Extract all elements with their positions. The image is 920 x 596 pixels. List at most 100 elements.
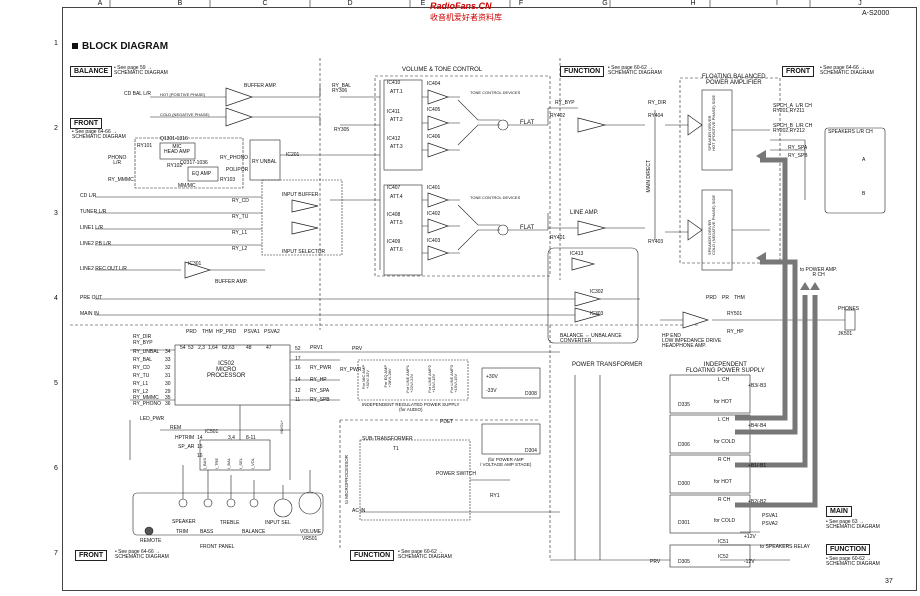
model-number: A-S2000 [862,10,890,17]
page-frame [62,7,917,591]
psu-rail-0: For MIC AMP +32V/-32V [361,365,370,390]
pdet-label: PDET [440,419,454,425]
main-direct-label: MAIN DIRECT [646,160,652,193]
ic301-label: IC301 [188,261,202,267]
mp-right-pin-16: 16 [295,365,301,371]
ic404-label: IC404 [427,81,441,87]
power-transformer-label: POWER TRANSFORMER [572,362,643,368]
d301-label: D301 [678,520,690,526]
ic501-sub-bal: I_BAL [226,458,231,469]
lch-hot-label: L CH [718,377,730,383]
mp-right-ry-pwr: RY_PWR [310,365,332,371]
mp-right-pin-52: 52 [295,346,301,352]
mp-right-pin-17: 17 [295,356,301,362]
power-amp-stage-label: (for POWER AMP / VOLTAGE AMP STAGE) [480,457,532,467]
ic501-sub-sel: I_SEL [238,458,243,469]
speakers-label: SPEAKERS L/R CH [828,129,873,135]
ry102-label: RY102 [167,163,183,169]
cd-bal-label: CD BAL L/R [124,91,152,97]
psu-rail-2: For LINE AMP1 +22V/-22V [405,365,414,393]
mp-right-ry-spa: RY_SPA [310,388,330,394]
ic501-sub-tre: I_TRE [214,458,219,470]
front-panel-label: FRONT PANEL [200,544,235,550]
flat-label-bottom: FLAT [520,225,535,231]
speaker-driver-hot: SPEAKER DRIVER HOT (POSITIVE PHASE) SIDE [707,95,716,151]
to-speakers-relay-label: to SPEAKERS RELAY [760,544,810,550]
ry-spb-label: RY_SPB [788,153,808,159]
d306-label: D306 [678,442,690,448]
mp-top-pin-4: 47 [266,345,272,351]
mp-left-5: RY_TU [133,373,150,379]
v12-label: +12V [744,534,756,540]
ry-bal-label: RY_BAL RY306 [332,83,352,94]
balance-tag: BALANCE [70,66,113,77]
mp-right-pin-12: 12 [295,388,301,394]
ry-unbal-label: RY UNBAL [252,159,277,165]
prv-bottom-label: PRV [650,559,661,565]
watermark-subtitle: 收音机爱好者资料库 [430,13,502,22]
ac-in-label: AC IN [352,508,366,514]
ic501-pin-15: 15 [197,444,203,450]
ic401-label: IC401 [427,185,441,191]
t1-label: T1 [393,446,399,452]
psu-rail-3: For LINE AMP2 +15V/-15V [427,365,436,393]
ic502-label: IC502 MICRO PROCESSOR [207,361,246,379]
ic201-label: IC201 [286,152,300,158]
att-6: ATT.6 [390,247,403,253]
line2pb-label: LINE2 PB L/R [80,241,112,247]
ry501-label: RY501 [727,311,743,317]
lch-cold-label: L CH [718,417,730,423]
function-tag-right: FUNCTION [826,544,871,555]
main-in-label: MAIN IN [80,311,99,317]
ry103-label: RY103 [220,177,236,183]
vol-tone-title: VOLUME & TONE CONTROL [402,67,483,73]
ry-l1-label: RY_L1 [232,230,248,236]
trim-control-label: TRIM [176,529,189,535]
col-label-f: F [518,0,524,7]
col-label-a: A [97,0,103,7]
independent-floating-label: INDEPENDENT FLOATING POWER SUPPLY [686,362,765,374]
volume-control-label: VOLUME [300,529,322,535]
mvol-label: MVOL+ [279,420,284,434]
att-3: ATT.3 [390,144,403,150]
ry-mmmc-label: RY_MMMC [108,177,134,183]
tone-devices-bottom: TONE CONTROL DEVICES [470,195,521,200]
row-label-6: 6 [54,465,58,472]
flat-label-top: FLAT [520,120,535,126]
ic501-label: IC501 [205,429,219,435]
phono-label: PHONO L/R [108,155,127,166]
mp-right-ry-hp: RY_HP [310,377,327,383]
ic501-sub-bas: I_BAS [202,458,207,470]
front-ref-top: • See page 64-66 → SCHEMATIC DIAGRAM [72,129,126,140]
fbpa-title: FLOATING BALANCED POWER AMPLIFIER [702,74,766,86]
tuner-label: TUNER L/R [80,209,107,215]
ic501-pin-14: 14 [197,435,203,441]
ic501-sub-vol: I_VOL [250,458,255,470]
function-tag-top: FUNCTION [560,66,605,77]
v33-label: -33V [486,388,497,394]
att-1: ATT.1 [390,89,403,95]
led-pwr-label: LED_PWR [140,416,165,422]
main-tag: MAIN [826,506,852,517]
front-tag-right: FRONT [782,66,815,77]
speaker-control-label: SPEAKER [172,519,196,525]
mp-top-pin-0: 2,3 [198,345,205,351]
att-4: ATT.4 [390,194,403,200]
mp-pin-54: 54 [180,345,186,351]
mp-left-8: RY_MMMC [133,395,159,401]
independent-regulated-label: INDEPENDENT REGULATED POWER SUPPLY (for … [362,402,460,412]
mp-left-6: RY_L1 [133,381,149,387]
rem-label: REM [170,425,182,431]
ic413-label: IC413 [570,251,584,257]
for-cold-l: for COLD [714,439,736,445]
row-label-7: 7 [54,550,58,557]
col-label-b: B [177,0,183,7]
mp-pin-35: 35 [165,395,171,401]
mp-pin-30: 30 [165,381,171,387]
mp-pin-36: 36 [165,401,171,407]
line2rec-label: LINE2 REC OUT L/R [80,266,127,272]
hptrim-label: HPTRIM [175,435,195,441]
watermark-title: RadioFans.CN [430,1,492,11]
bass-control-label: BASS [200,529,214,535]
